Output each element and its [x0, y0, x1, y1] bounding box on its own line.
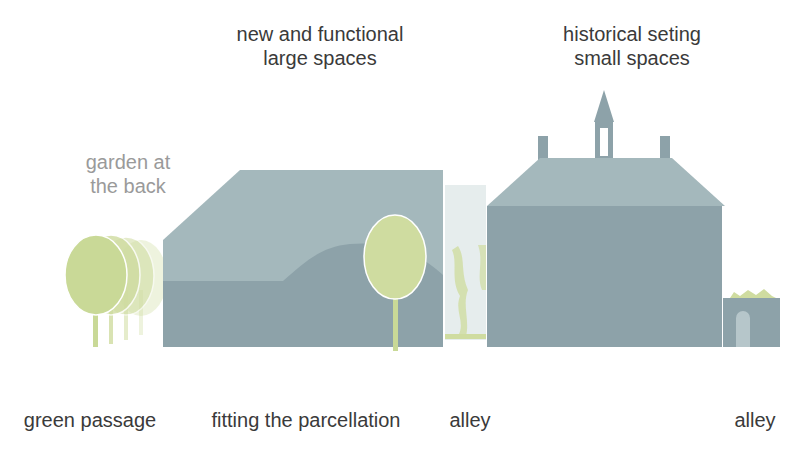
tree-row: [65, 235, 167, 347]
annotation-label: historical seting small spaces: [548, 22, 716, 70]
historical-building: [487, 90, 725, 347]
annex: [723, 289, 780, 347]
annotation-label: new and functional large spaces: [218, 22, 423, 70]
annotation-label: alley: [449, 408, 490, 432]
annotation-label: fitting the parcellation: [211, 408, 400, 432]
annotation-label: garden at the back: [63, 150, 193, 198]
glass-alley: [445, 185, 486, 340]
tree: [364, 215, 426, 351]
annotation-label: green passage: [24, 408, 156, 432]
new-building: [163, 170, 443, 347]
annotation-label: alley: [734, 408, 775, 432]
